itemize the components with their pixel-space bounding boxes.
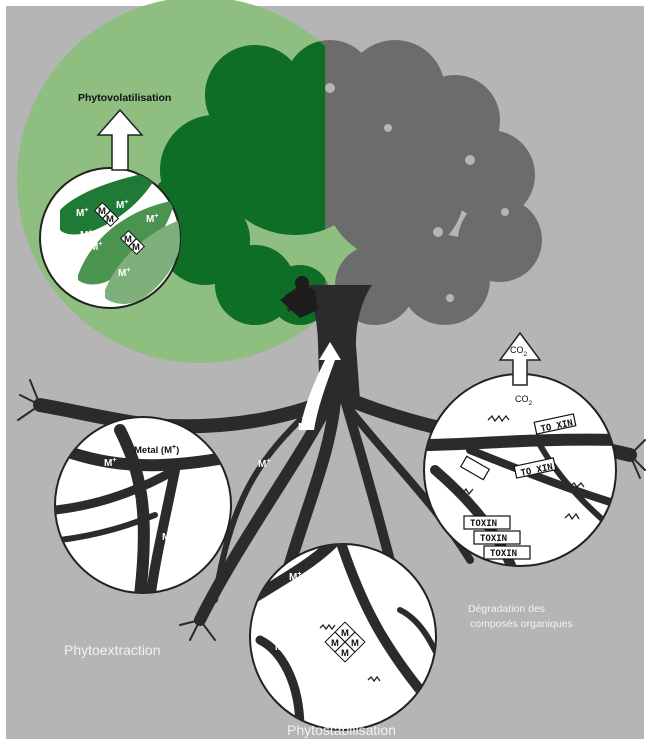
metal-ion-sup: + xyxy=(170,531,174,538)
metal-atom-label: M xyxy=(106,214,114,225)
metal-ion-symbol: M xyxy=(76,208,84,219)
metal-ion-symbol: M xyxy=(118,268,126,279)
metal-ion-sup: + xyxy=(188,485,192,492)
metal-ion-sup: + xyxy=(283,641,287,648)
metal-ion-sup: + xyxy=(124,199,128,206)
metal-ion-symbol: M xyxy=(200,510,208,521)
co2-label-text: CO xyxy=(510,345,524,355)
metal-ion-symbol: M xyxy=(162,532,170,543)
metal-ion-sup: + xyxy=(126,267,130,274)
degradation-label-line1: Dégradation des xyxy=(468,603,545,615)
metal-ion-symbol: M xyxy=(82,482,90,493)
metal-ion-sup: + xyxy=(88,229,92,236)
co2-label-text: CO xyxy=(515,394,529,404)
degradation-label-line2: composés organiques xyxy=(470,618,573,630)
metal-ion-symbol: M xyxy=(275,642,283,653)
co2-label-sub: 2 xyxy=(529,400,533,407)
metal-ion-sup: + xyxy=(208,509,212,516)
metal-ion-sup: + xyxy=(266,458,270,465)
toxin-label: TOXIN xyxy=(480,534,507,544)
metal-atom-label: M xyxy=(341,628,349,639)
phytovolatilisation-label: Phytovolatilisation xyxy=(78,92,171,104)
metal-ion-symbol: M xyxy=(90,242,98,253)
metal-ion-sup: + xyxy=(84,207,88,214)
metal-atom-label: M xyxy=(132,242,140,253)
metal-ion-symbol: M xyxy=(116,200,124,211)
metal-ion-symbol: M xyxy=(289,572,297,583)
metal-atom-label: M xyxy=(331,638,339,649)
phytoextraction-label: Phytoextraction xyxy=(64,642,161,658)
metal-ion-sup: + xyxy=(90,481,94,488)
metal-ion-sup: + xyxy=(404,583,408,590)
metal-ion-symbol: M xyxy=(180,486,188,497)
metal-label-text: Metal (M xyxy=(134,445,172,456)
toxin-label: TOXIN xyxy=(490,549,517,559)
metal-ion-sup: + xyxy=(306,421,310,428)
metal-ion-symbol: M xyxy=(258,459,266,470)
metal-ion-symbol: M xyxy=(124,498,132,509)
metal-atom-label: M xyxy=(351,638,359,649)
metal-ion-sup: + xyxy=(112,457,116,464)
metal-ion-sup: + xyxy=(154,213,158,220)
phytostabilisation-label: Phytostabilisation xyxy=(287,722,396,738)
toxin-label: TOXIN xyxy=(470,519,497,529)
co2-label-sub: 2 xyxy=(524,351,528,358)
metal-atom-label: M xyxy=(341,648,349,659)
metal-ion-sup: + xyxy=(98,241,102,248)
metal-ion-sup: + xyxy=(132,497,136,504)
metal-ion-symbol: M xyxy=(104,458,112,469)
metal-label-close: ) xyxy=(176,445,179,456)
metal-ion-symbol: M xyxy=(396,584,404,595)
metal-ion-symbol: M xyxy=(80,230,88,241)
metal-ion-sup: + xyxy=(297,571,301,578)
metal-atom-label: M xyxy=(124,234,132,245)
metal-atom-label: M xyxy=(98,206,106,217)
metal-ion-symbol: M xyxy=(298,422,306,433)
metal-ion-symbol: M xyxy=(146,214,154,225)
